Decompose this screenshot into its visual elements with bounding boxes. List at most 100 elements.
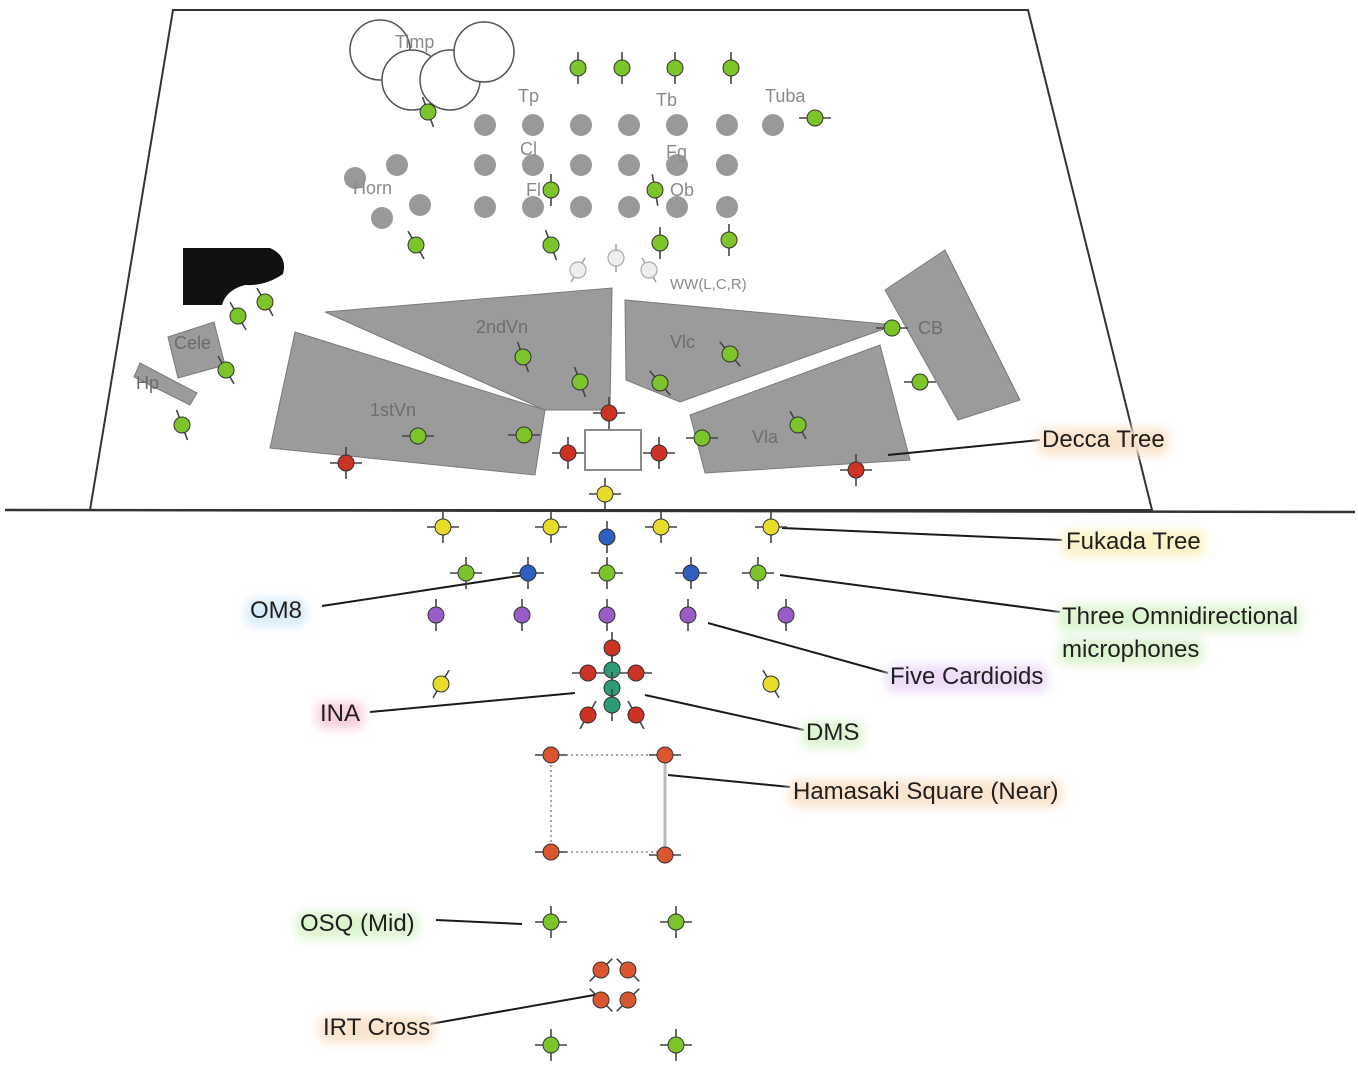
microphone-icon <box>542 229 560 261</box>
microphone-icon <box>589 988 613 1012</box>
microphone-icon <box>789 410 807 440</box>
microphone-icon <box>535 511 567 543</box>
microphone-icon <box>407 230 425 260</box>
microphone-icon <box>535 843 567 861</box>
seat <box>618 196 640 218</box>
label-three-omni-2: microphones <box>1062 636 1199 663</box>
seat <box>344 167 366 189</box>
microphone-icon <box>679 599 697 631</box>
leader-line <box>667 774 791 788</box>
microphone-icon <box>762 669 780 699</box>
label-halo <box>246 599 307 626</box>
microphone-icon <box>675 557 707 589</box>
label-halo <box>886 665 1048 692</box>
leader-line <box>887 439 1041 456</box>
seat <box>618 154 640 176</box>
microphone-icon <box>569 52 587 84</box>
microphone-icon <box>840 454 872 486</box>
microphone-icon <box>598 521 616 553</box>
timpani <box>349 19 515 111</box>
label-hp: Hp <box>136 373 159 393</box>
microphone-icon <box>616 958 640 982</box>
leader-line <box>707 622 889 674</box>
microphone-icon <box>432 669 450 699</box>
microphone-icon <box>603 654 621 686</box>
microphone-icon <box>173 409 191 441</box>
section-cb <box>884 249 1021 421</box>
seat <box>522 114 544 136</box>
microphone-icon <box>598 599 616 631</box>
microphone-icon <box>616 988 640 1012</box>
label-halo <box>1058 605 1303 632</box>
label-halo <box>789 780 1063 807</box>
label-ob: Ob <box>670 180 694 200</box>
microphone-icon <box>876 319 908 337</box>
label-tb: Tb <box>656 90 677 110</box>
seat <box>666 196 688 218</box>
label-halo <box>1062 530 1205 557</box>
leader-line <box>369 692 576 713</box>
label-halo <box>802 721 864 748</box>
microphone-icon <box>427 599 445 631</box>
microphone-icon <box>535 1029 567 1061</box>
section-1stvn <box>269 331 546 476</box>
microphone-icon <box>799 109 831 127</box>
label-three-omni-1: Three Omnidirectional <box>1062 603 1298 630</box>
section-hp <box>133 362 198 406</box>
microphone-icon <box>572 664 604 682</box>
seat <box>716 154 738 176</box>
microphone-icon <box>640 257 658 283</box>
seat <box>570 114 592 136</box>
annotation-labels: Decca Tree Fukada Tree OM8 Three Omnidir… <box>250 426 1298 1041</box>
microphone-icon <box>660 906 692 938</box>
seat <box>386 154 408 176</box>
seat <box>474 196 496 218</box>
microphone-icon <box>627 700 645 730</box>
leader-line <box>321 574 526 607</box>
microphone-icon <box>514 341 532 373</box>
microphone-icon <box>720 224 738 256</box>
microphone-icon <box>330 447 362 479</box>
microphone-icon <box>755 511 787 543</box>
microphone-icon <box>643 437 675 469</box>
label-om8: OM8 <box>250 597 302 624</box>
microphone-icon <box>589 478 621 510</box>
microphone-icon <box>603 689 621 721</box>
microphone-group <box>173 52 936 1061</box>
label-halo <box>1038 428 1169 455</box>
label-tuba: Tuba <box>765 86 806 106</box>
microphone-icon <box>508 426 540 444</box>
seat-group <box>344 114 784 229</box>
stage-edge-line <box>4 508 1356 514</box>
label-dms: DMS <box>806 719 859 746</box>
microphone-icon <box>660 1029 692 1061</box>
microphone-icon <box>535 746 567 764</box>
seat <box>762 114 784 136</box>
microphone-icon <box>512 557 544 589</box>
leader-line <box>781 527 1063 541</box>
label-hamasaki: Hamasaki Square (Near) <box>793 778 1058 805</box>
microphone-icon <box>742 557 774 589</box>
section-vla <box>689 344 911 474</box>
label-irt-cross: IRT Cross <box>323 1014 430 1041</box>
microphone-icon <box>535 906 567 938</box>
label-halo <box>319 1016 435 1043</box>
microphone-icon <box>229 301 247 331</box>
seat <box>618 114 640 136</box>
microphone-icon <box>427 511 459 543</box>
hamasaki-square-outline <box>550 754 667 853</box>
seat <box>522 154 544 176</box>
seat <box>522 196 544 218</box>
microphone-icon <box>666 52 684 84</box>
microphone-icon <box>686 429 718 447</box>
microphone-icon <box>645 511 677 543</box>
microphone-icon <box>607 244 625 272</box>
label-osq: OSQ (Mid) <box>300 910 415 937</box>
seat <box>474 114 496 136</box>
seat <box>570 154 592 176</box>
leader-line <box>779 574 1061 613</box>
seat <box>409 194 431 216</box>
microphone-icon <box>722 52 740 84</box>
